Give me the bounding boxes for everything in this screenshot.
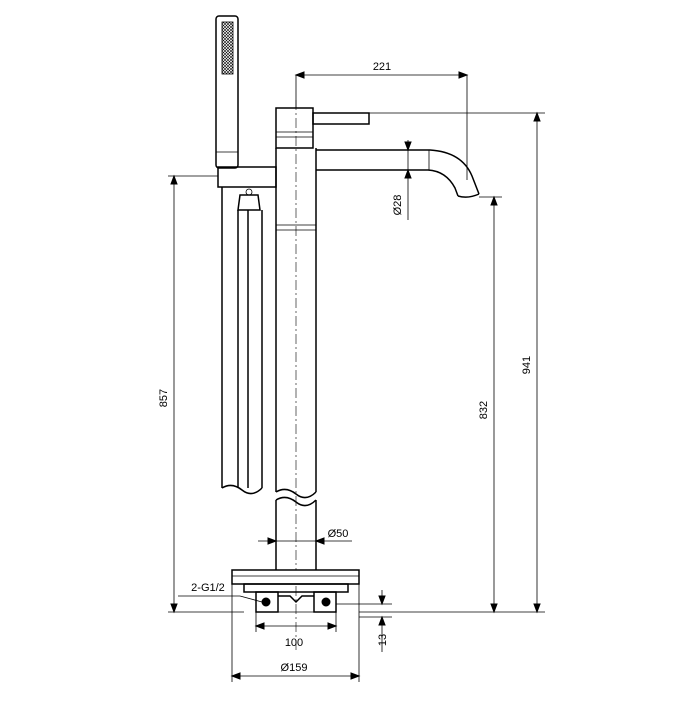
dimension-spout-height: 832 (478, 195, 502, 614)
dimension-base-height: 13 (336, 590, 392, 652)
dimension-spout-reach: 221 (294, 61, 469, 180)
dimension-base-diameter: Ø159 (230, 584, 361, 682)
dimension-total-height: 941 (359, 111, 545, 614)
dim-handshower-height-label: 857 (158, 389, 170, 407)
dim-base-height-label: 13 (377, 634, 389, 646)
dimension-column-diameter: Ø50 (258, 528, 352, 545)
dim-spout-reach-label: 221 (373, 61, 391, 73)
dim-column-diameter-label: Ø50 (328, 528, 349, 540)
dimension-handshower-height: 857 (158, 174, 244, 614)
dimension-inlet-spacing: 100 (254, 612, 338, 649)
dim-spout-diameter-label: Ø28 (392, 195, 404, 216)
dim-spout-height-label: 832 (478, 401, 490, 419)
dimension-inlet-connections: 2-G1/2 (178, 582, 263, 603)
dim-total-height-label: 941 (521, 356, 533, 374)
dimension-spout-diameter: Ø28 (392, 140, 412, 220)
dim-inlet-spacing-label: 100 (285, 637, 303, 649)
dim-inlet-connections-label: 2-G1/2 (191, 582, 225, 594)
faucet-outline (215, 15, 480, 650)
dim-base-diameter-label: Ø159 (281, 662, 308, 674)
